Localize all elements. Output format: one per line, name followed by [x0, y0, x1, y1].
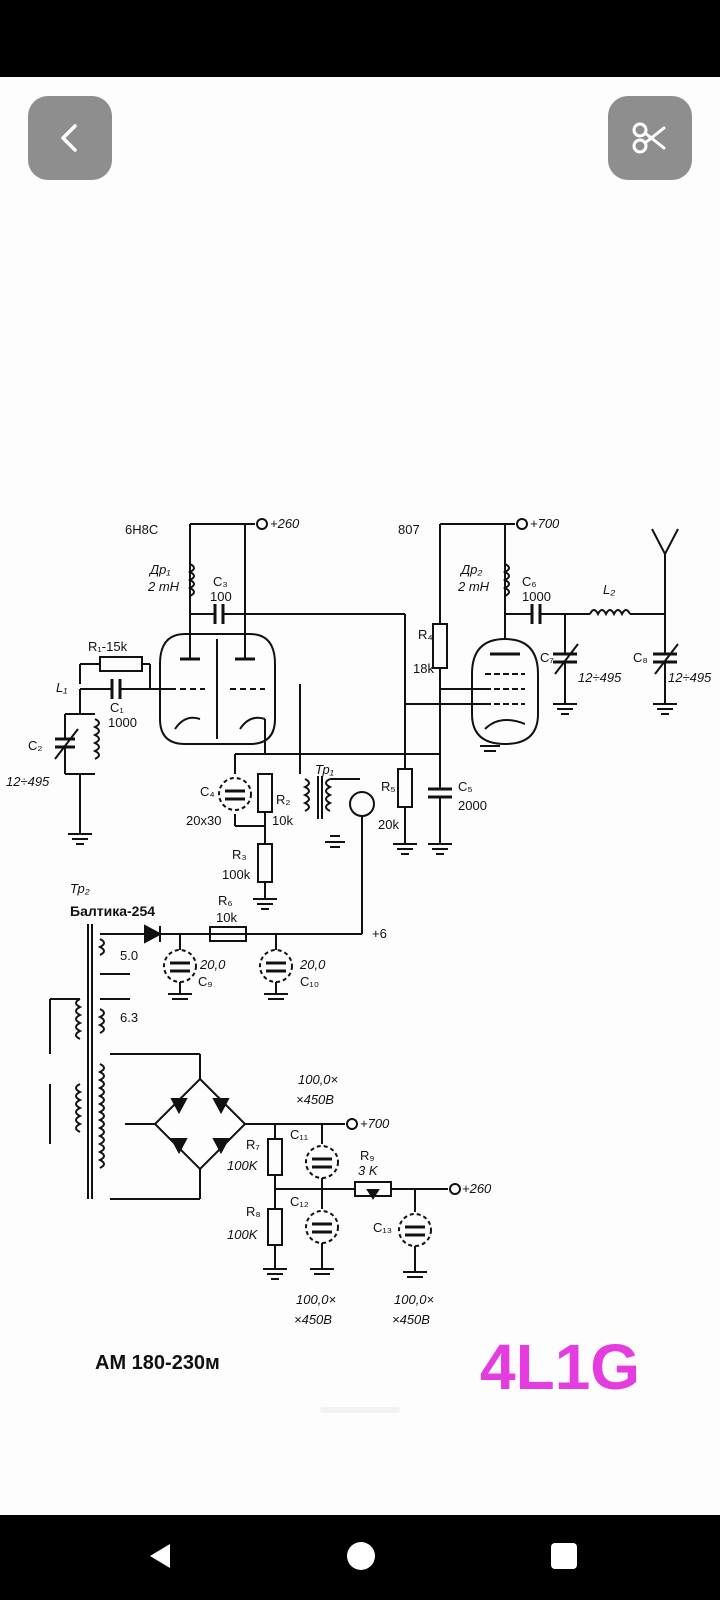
r2-value: 10k: [272, 813, 293, 828]
scissors-icon: [632, 122, 666, 154]
c11-label: C₁₁: [290, 1127, 309, 1142]
image-viewer[interactable]: 6Н8С 807 +260 +700 Др₁ 2 mH Др₂ 2 mH C₃ …: [0, 77, 720, 1515]
l1-label: L₁: [56, 680, 67, 695]
c10-value: 20,0: [299, 957, 326, 972]
dr2-value: 2 mH: [457, 579, 490, 594]
r9-label: R₉: [360, 1148, 375, 1163]
cap-big2-line2: ×450В: [294, 1312, 332, 1327]
triangle-back-icon: [150, 1544, 170, 1568]
c4-label: C₄: [200, 784, 215, 799]
schematic-image: 6Н8С 807 +260 +700 Др₁ 2 mH Др₂ 2 mH C₃ …: [6, 516, 712, 1403]
back-button[interactable]: [28, 96, 112, 180]
c13-label: C₁₃: [373, 1220, 392, 1235]
c6-label: C₆: [522, 574, 537, 589]
cap-big1-line1: 100,0×: [298, 1072, 338, 1087]
band-label: AM 180-230м: [95, 1352, 220, 1374]
nav-recents-button[interactable]: [548, 1540, 580, 1577]
c12-label: C₁₂: [290, 1194, 309, 1209]
c3-value: 100: [210, 589, 232, 604]
c8-label: C₈: [633, 650, 648, 665]
v50-label: 5.0: [120, 948, 138, 963]
r3-label: R₃: [232, 847, 247, 862]
v260-bottom-label: +260: [462, 1181, 492, 1196]
r4-label: R₄: [418, 627, 433, 642]
cut-button[interactable]: [608, 96, 692, 180]
cap-big1-line2: ×450В: [296, 1092, 334, 1107]
c1-value: 1000: [108, 715, 137, 730]
r8-value: 100K: [227, 1227, 259, 1242]
r3-value: 100k: [222, 867, 251, 882]
r6-label: R₆: [218, 893, 233, 908]
c6-value: 1000: [522, 589, 551, 604]
tube1-envelope: [159, 633, 276, 745]
logo-text: 4L1G: [480, 1331, 640, 1403]
r6-value: 10k: [216, 910, 237, 925]
c2-value: 12÷495: [6, 774, 50, 789]
r7-value: 100K: [227, 1158, 259, 1173]
c8-value: 12÷495: [668, 670, 712, 685]
c1-label: C₁: [110, 700, 124, 715]
c9-value: 20,0: [199, 957, 226, 972]
c5-value: 2000: [458, 798, 487, 813]
dr2-label: Др₂: [459, 562, 482, 577]
cap-big2-line1: 100,0×: [296, 1292, 336, 1307]
c9-label: C₉: [198, 974, 213, 989]
c3-label: C₃: [213, 574, 228, 589]
tube2-label: 807: [398, 522, 420, 537]
nav-home-button[interactable]: [345, 1540, 377, 1577]
r5-value: 20k: [378, 817, 399, 832]
v6-label: +6: [372, 926, 387, 941]
caption-bar: [320, 1407, 400, 1413]
c5-label: C₅: [458, 779, 473, 794]
tr1-label: Тр₁: [315, 762, 334, 777]
circle-home-icon: [347, 1542, 375, 1570]
v700-top-label: +700: [530, 516, 560, 531]
r7-label: R₇: [246, 1137, 260, 1152]
c10-label: C₁₀: [300, 974, 319, 989]
r8-label: R₈: [246, 1204, 261, 1219]
status-bar: [0, 0, 720, 77]
tr2-label: Тр₂: [70, 881, 90, 896]
tube1-label: 6Н8С: [125, 522, 158, 537]
r2-label: R₂: [276, 792, 290, 807]
r5-label: R₅: [381, 779, 396, 794]
dr1-label: Др₁: [148, 562, 170, 577]
r1-label: R₁-15k: [88, 639, 128, 654]
square-recents-icon: [551, 1543, 577, 1569]
chevron-left-icon: [61, 124, 77, 152]
navigation-bar: [0, 1515, 720, 1600]
v700-bottom-label: +700: [360, 1116, 390, 1131]
nav-back-button[interactable]: [146, 1540, 178, 1577]
tr2-name: Балтика-254: [70, 903, 155, 919]
v63-label: 6.3: [120, 1010, 138, 1025]
cap-big3-line2: ×450В: [392, 1312, 430, 1327]
c7-label: C₇: [540, 650, 554, 665]
v260-top-label: +260: [270, 516, 300, 531]
c7-value: 12÷495: [578, 670, 622, 685]
l2-label: L₂: [603, 582, 615, 597]
r9-value: 3 K: [358, 1163, 379, 1178]
r4-value: 18k: [413, 661, 434, 676]
c2-label: C₂: [28, 738, 42, 753]
cap-big3-line1: 100,0×: [394, 1292, 434, 1307]
dr1-value: 2 mH: [147, 579, 180, 594]
c4-value: 20x30: [186, 813, 221, 828]
